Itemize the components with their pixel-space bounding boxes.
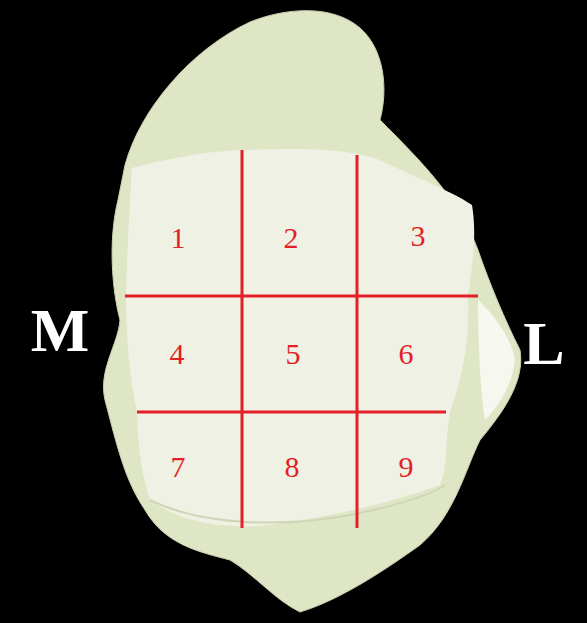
grid-lines <box>125 150 478 528</box>
grid-line <box>137 411 446 414</box>
region-number: 3 <box>411 221 426 251</box>
grid-line <box>356 155 359 528</box>
region-number: 8 <box>285 452 300 482</box>
region-number: 4 <box>170 339 185 369</box>
bone-outline <box>104 11 521 612</box>
shadow-edge <box>150 485 445 523</box>
grid-line <box>125 295 478 298</box>
joint-surface <box>126 149 474 526</box>
region-number: 6 <box>399 339 414 369</box>
lateral-facet <box>478 300 515 420</box>
grid-line <box>241 150 244 528</box>
region-number: 5 <box>286 339 301 369</box>
region-number: 9 <box>399 452 414 482</box>
region-number: 7 <box>171 452 186 482</box>
side-letter: L <box>523 312 564 374</box>
side-letter: M <box>31 299 90 361</box>
region-number: 1 <box>171 223 186 253</box>
region-number: 2 <box>284 223 299 253</box>
